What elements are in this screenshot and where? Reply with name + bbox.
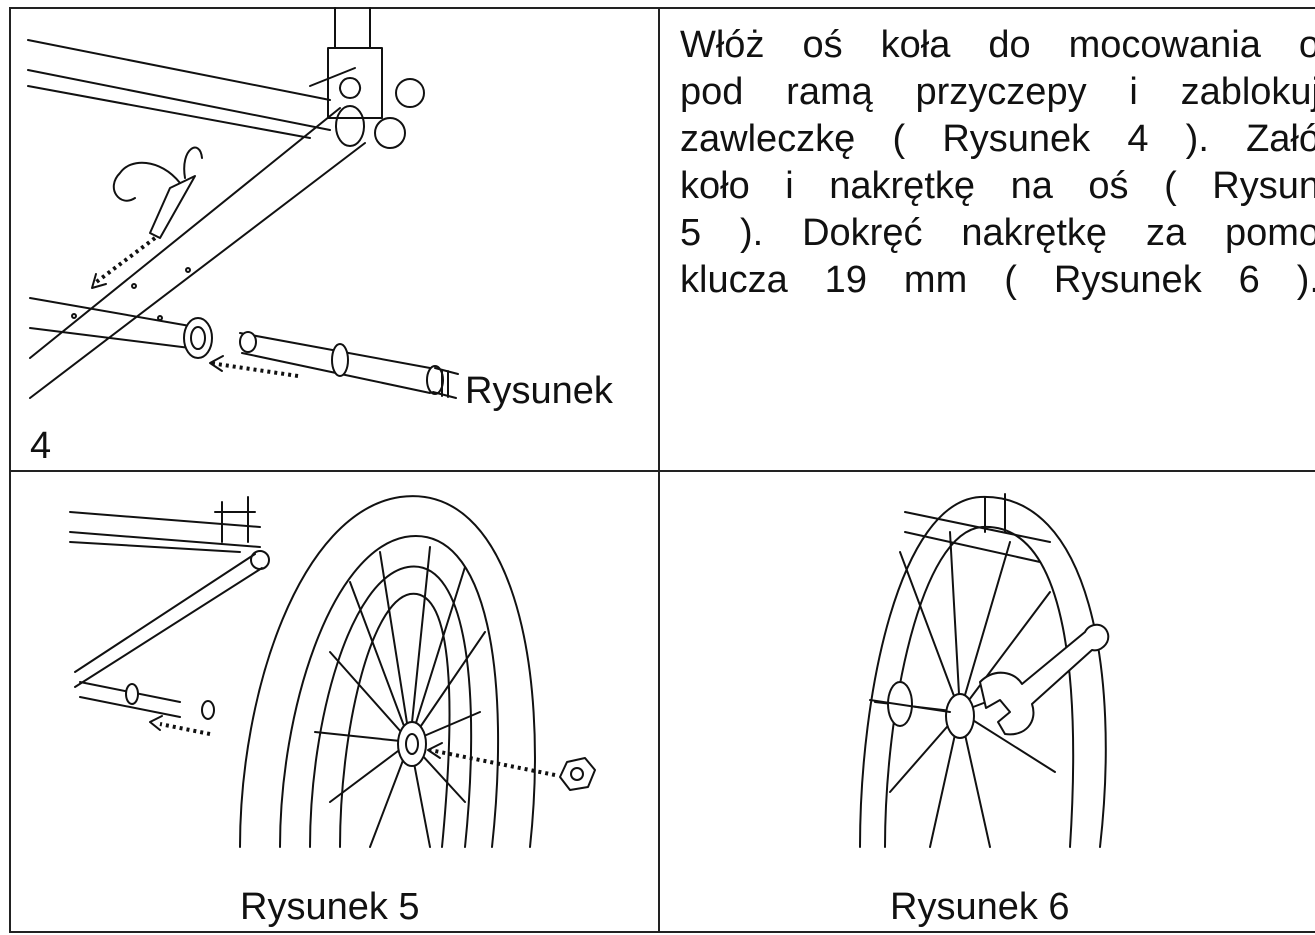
instruction-line: Włóż oś koła do mocowania o xyxy=(680,24,1315,66)
figure-6-caption: Rysunek 6 xyxy=(890,886,1070,928)
instruction-line: 5 ). Dokręć nakrętkę za pomo xyxy=(680,212,1315,254)
figure-4-caption-word: Rysunek xyxy=(465,370,613,412)
figure-5-wheel-mounting-illustration xyxy=(69,495,596,848)
table-column-divider xyxy=(658,7,660,933)
instruction-paragraph: Włóż oś koła do mocowania o pod ramą prz… xyxy=(680,22,1315,304)
instruction-line: klucza 19 mm ( Rysunek 6 ). xyxy=(680,259,1315,301)
figure-4-axle-insertion-illustration xyxy=(27,7,459,399)
table-border-top xyxy=(9,7,1315,9)
instruction-line: pod ramą przyczepy i zablokuj xyxy=(680,71,1315,113)
figure-5-caption: Rysunek 5 xyxy=(240,886,420,928)
table-border-left xyxy=(9,7,11,933)
instruction-line: koło i nakrętkę na oś ( Rysun xyxy=(680,165,1315,207)
figure-6-wrench-tightening-illustration xyxy=(859,493,1110,848)
instruction-line: zawleczkę ( Rysunek 4 ). Załó xyxy=(680,118,1315,160)
spokes xyxy=(314,546,486,848)
instruction-table xyxy=(9,7,1315,933)
table-row-divider xyxy=(9,470,1315,472)
figure-4-caption-number: 4 xyxy=(30,425,52,467)
table-border-bottom xyxy=(9,931,1315,933)
